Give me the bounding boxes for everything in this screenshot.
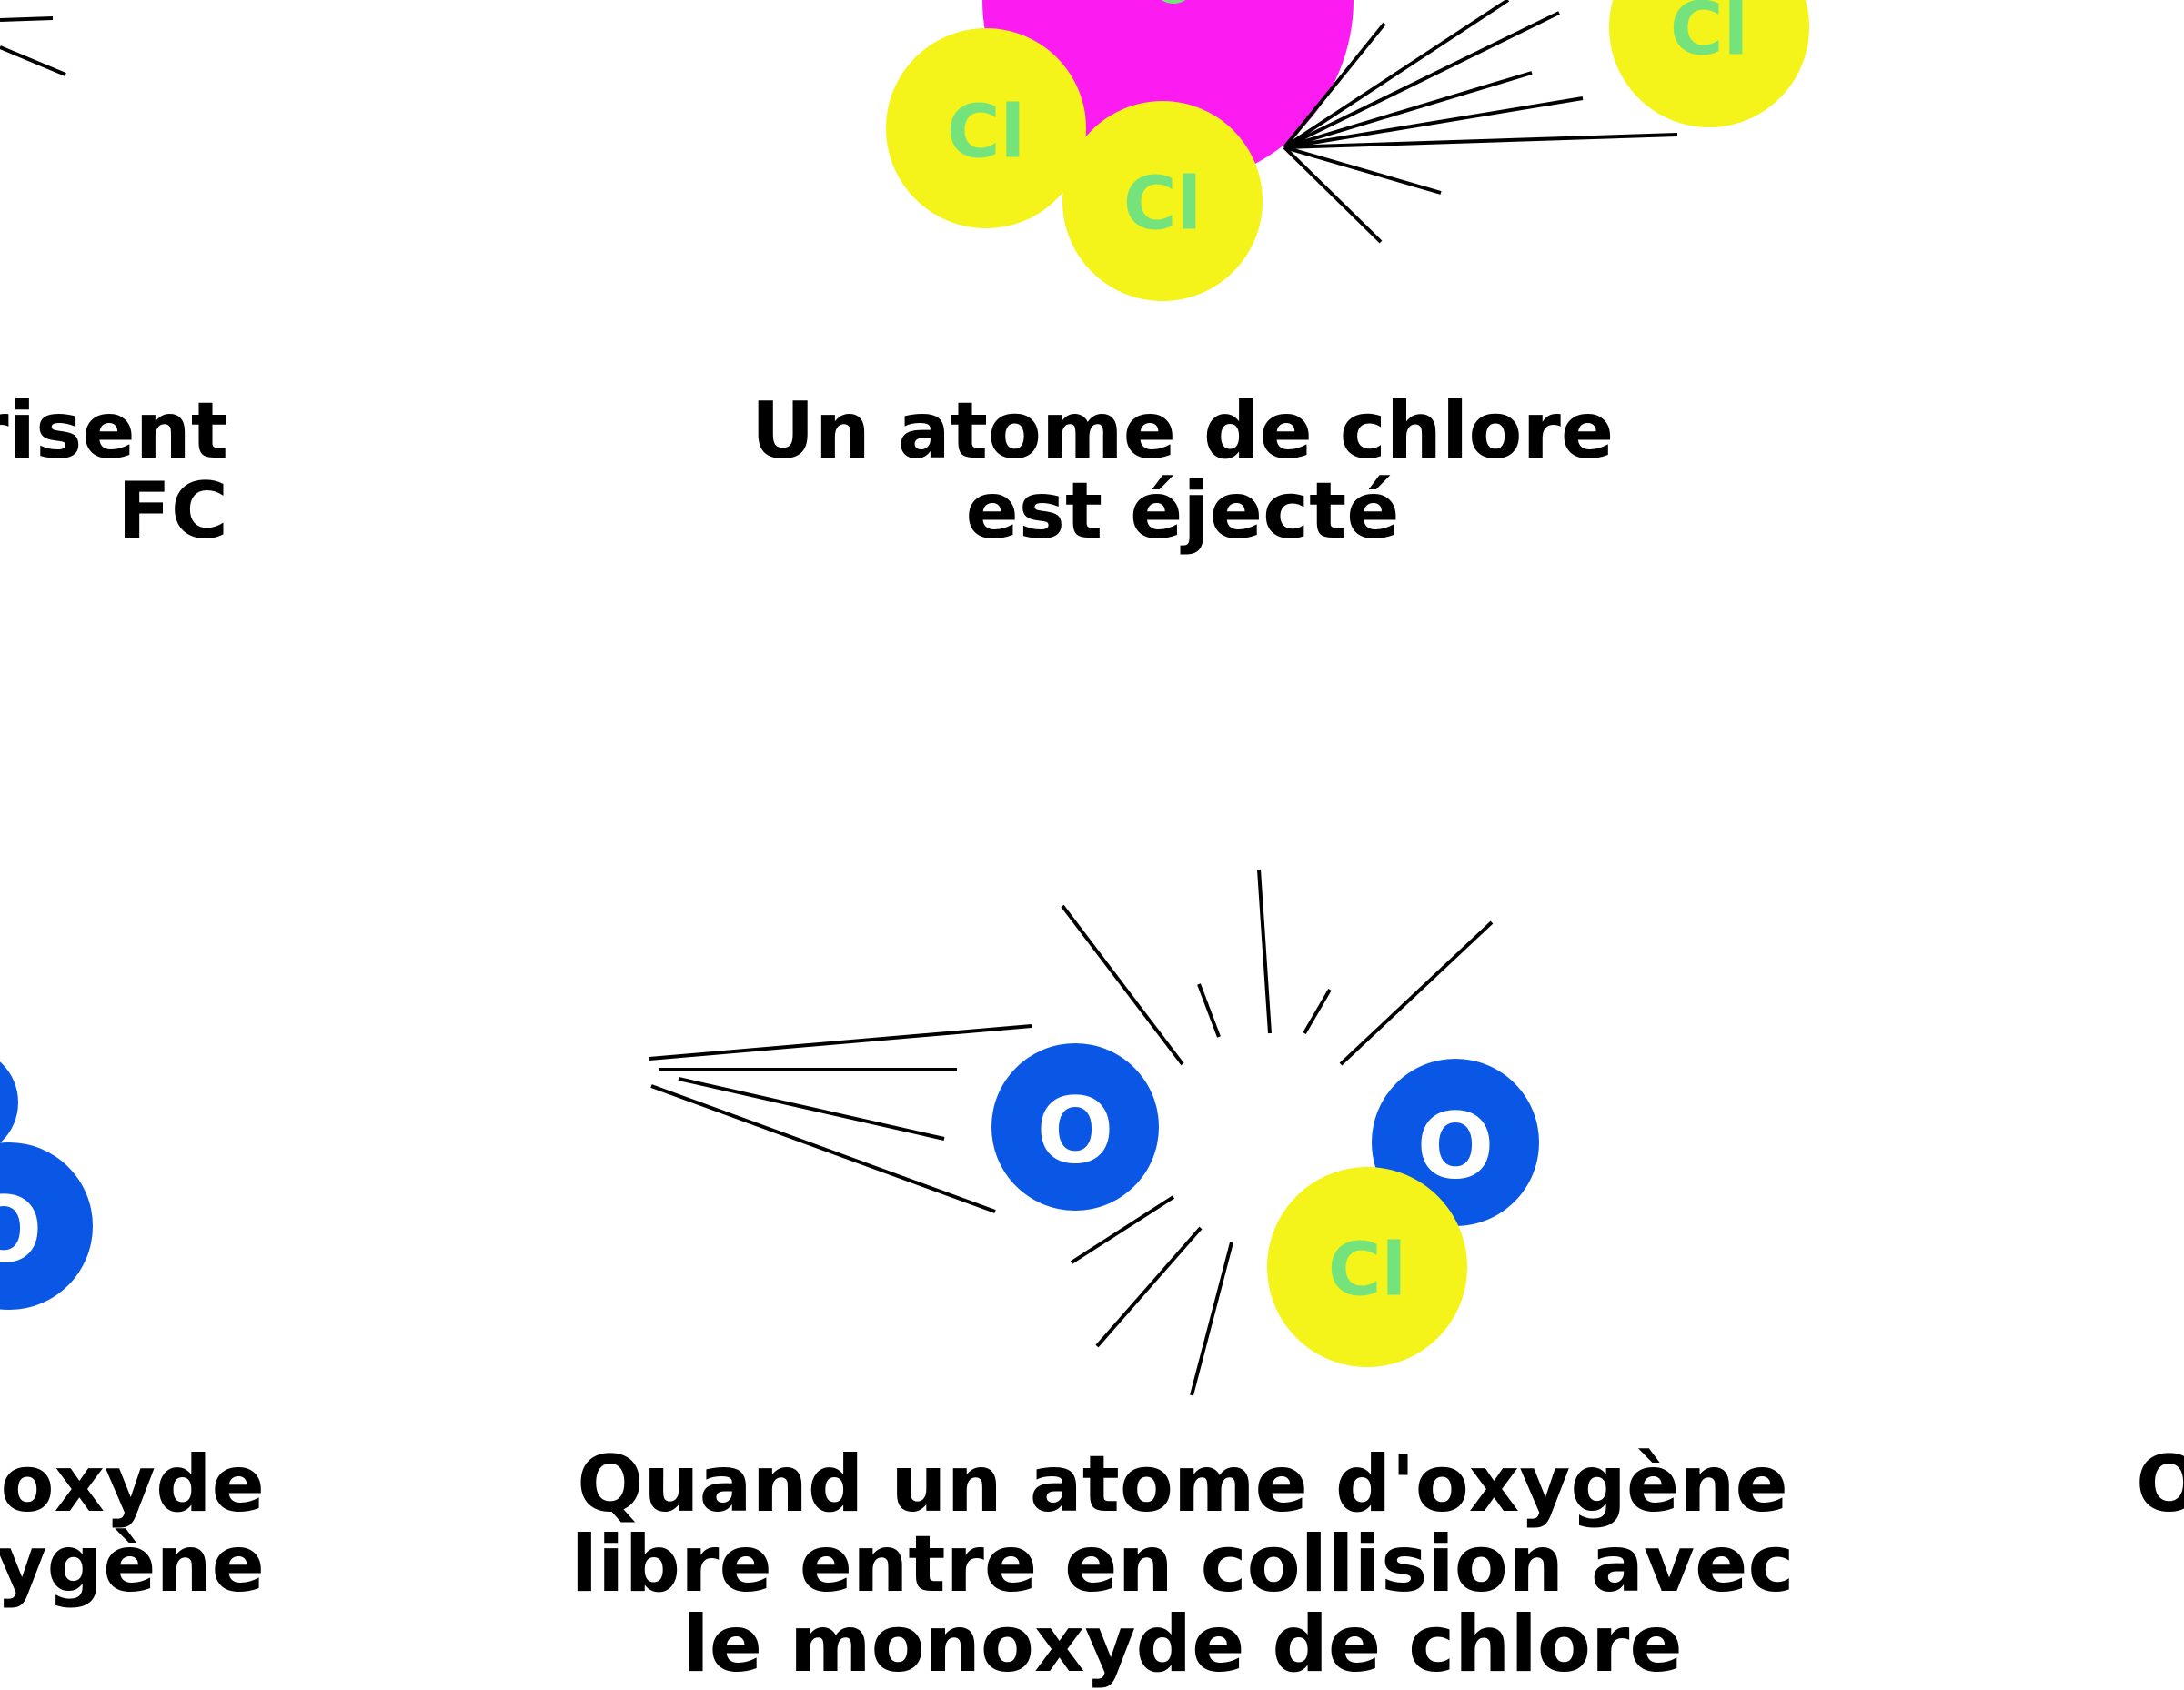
motion-line: [1061, 904, 1184, 1066]
top-left-motion-lines: [0, 16, 66, 76]
oxygen-atom-label: O: [0, 1177, 43, 1283]
ejected-chlorine-atom: [1609, 0, 1809, 127]
ejection-motion-lines: [1283, 0, 1678, 244]
motion-line: [649, 1024, 1032, 1061]
caption-bottom-right: O: [2136, 1444, 2184, 1524]
motion-line: [1283, 96, 1584, 149]
motion-line: [1283, 11, 1560, 149]
chlorine-atom-label: Cl: [1670, 0, 1748, 72]
caption-line: Un atome de chlore: [750, 386, 1615, 477]
oxygen-atom-label: O: [1036, 1078, 1113, 1184]
caption-top-center: Un atome de chlore est éjecté: [728, 391, 1637, 551]
motion-line: [1283, 71, 1533, 149]
chlorine-atom-label: Cl: [1328, 1228, 1406, 1313]
motion-line: [1257, 869, 1272, 1034]
bottom-left-fragment: O: [0, 1061, 93, 1310]
caption-line: le monoxyde de chlore: [682, 1599, 1683, 1690]
caption-line: Quand un atome d'oxygène: [577, 1439, 1788, 1530]
motion-line: [678, 1077, 945, 1141]
caption-bottom-left: oxyde ygène: [0, 1444, 265, 1604]
caption-line: est éjecté: [965, 466, 1400, 557]
motion-line: [1283, 133, 1678, 149]
motion-line: [1197, 983, 1221, 1038]
motion-line: [1070, 1195, 1175, 1264]
oxygen-atom-label: O: [1416, 1093, 1494, 1200]
caption-line: risent: [0, 386, 228, 477]
motion-line: [650, 1084, 996, 1213]
free-oxygen-atom: [991, 1043, 1159, 1211]
motion-line: [1283, 0, 1510, 149]
collision-motion-lines: [649, 869, 1494, 1396]
caption-line: libre entre en collision avec: [570, 1519, 1795, 1610]
motion-line: [0, 45, 66, 76]
motion-line: [1095, 1226, 1203, 1348]
motion-line: [1283, 146, 1383, 244]
motion-line: [1190, 1242, 1233, 1396]
scene-chlorine-ejected: Cl Cl Cl: [886, 0, 1809, 301]
motion-line: [1283, 146, 1442, 195]
motion-line: [0, 16, 54, 22]
chlorine-atom: [1062, 101, 1263, 301]
caption-line: ygène: [0, 1519, 265, 1610]
chlorine-atom-label: Cl: [947, 90, 1025, 175]
caption-line: FC: [117, 466, 228, 557]
caption-line: O: [2136, 1439, 2184, 1530]
motion-line: [1339, 920, 1494, 1066]
motion-line: [1283, 22, 1386, 149]
chlorine-atom: [886, 28, 1086, 228]
oxygen-atom-partial: [0, 1061, 18, 1143]
monoxide-chlorine-atom: [1267, 1167, 1467, 1367]
motion-line: [1303, 988, 1332, 1035]
scene-oxygen-collision: O O Cl: [649, 869, 1539, 1396]
caption-bottom-center: Quand un atome d'oxygène libre entre en …: [546, 1444, 1819, 1685]
oxygen-atom-partial: [0, 1142, 93, 1310]
chlorine-atom-label: Cl: [1123, 162, 1202, 246]
caption-line: oxyde: [0, 1439, 265, 1530]
chlorine-atom-partial: [1161, 0, 1186, 4]
caption-top-left: risent FC: [0, 391, 228, 551]
